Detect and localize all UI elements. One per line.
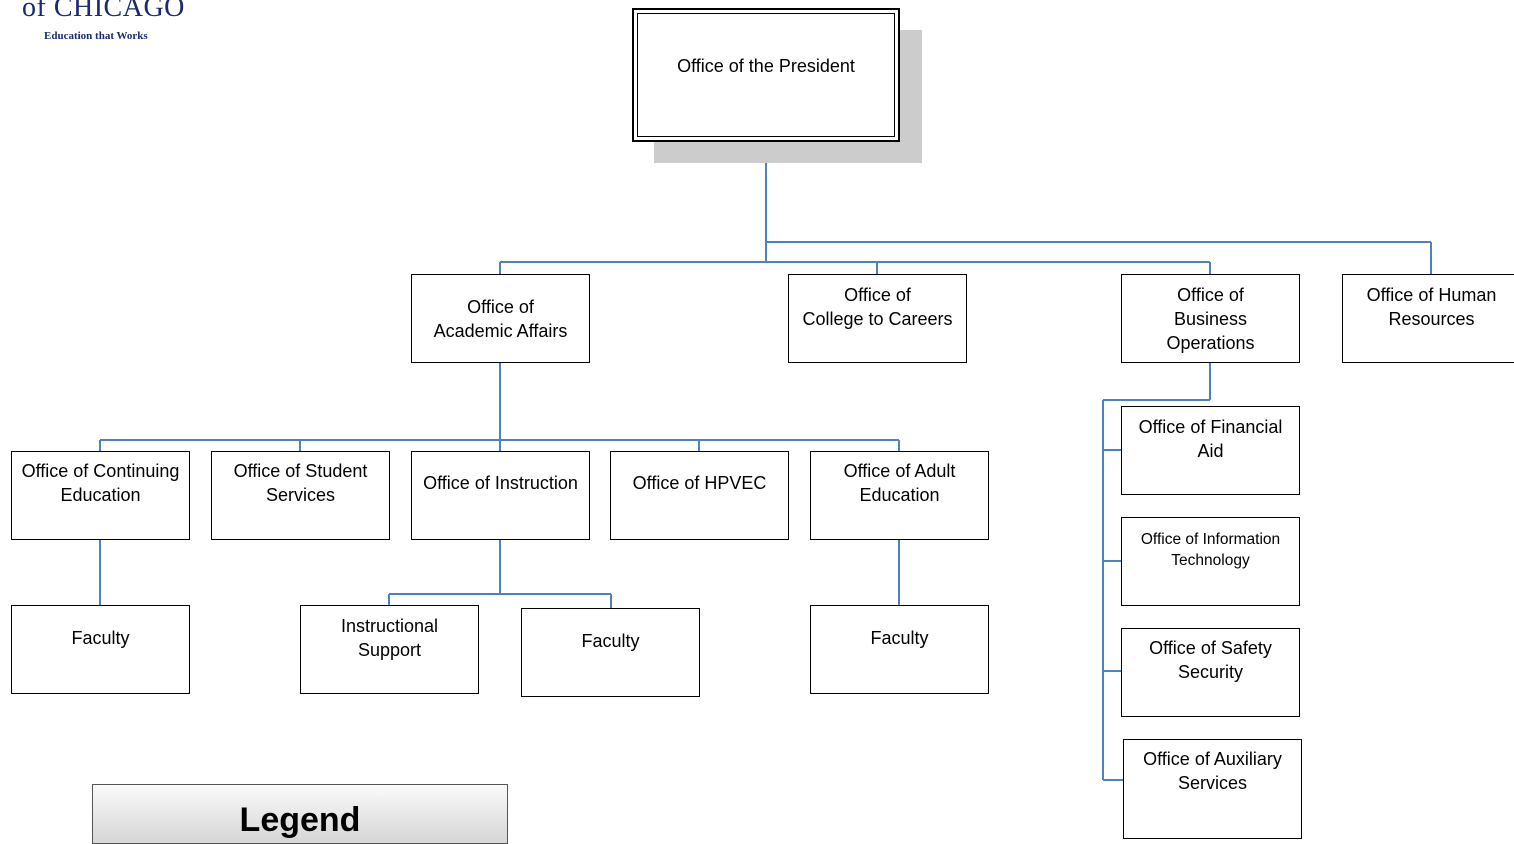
- information-technology-box: Office of Information Technology: [1121, 517, 1300, 606]
- logo-tagline: Education that Works: [44, 30, 148, 42]
- adult-faculty-box: Faculty: [810, 605, 989, 694]
- legend-panel: Legend: [92, 784, 508, 844]
- adult-education-box: Office of Adult Education: [810, 451, 989, 540]
- safety-security-box: Office of Safety Security: [1121, 628, 1300, 717]
- academic-affairs-box: Office of Academic Affairs: [411, 274, 590, 363]
- office-of-the-president-label: Office of the President: [637, 13, 895, 137]
- continuing-faculty-box: Faculty: [11, 605, 190, 694]
- auxiliary-services-box: Office of Auxiliary Services: [1123, 739, 1302, 839]
- financial-aid-box: Office of Financial Aid: [1121, 406, 1300, 495]
- legend-title: Legend: [239, 801, 361, 839]
- office-of-the-president-box: Office of the President: [632, 8, 900, 142]
- student-services-box: Office of Student Services: [211, 451, 390, 540]
- logo-wordmark: of CHICAGO: [22, 0, 185, 23]
- human-resources-box: Office of Human Resources: [1342, 274, 1514, 363]
- connector-lines: [99, 142, 1432, 781]
- business-operations-box: Office of Business Operations: [1121, 274, 1300, 363]
- instruction-faculty-box: Faculty: [521, 608, 700, 697]
- college-to-careers-box: Office of College to Careers: [788, 274, 967, 363]
- instruction-box: Office of Instruction: [411, 451, 590, 540]
- continuing-education-box: Office of Continuing Education: [11, 451, 190, 540]
- instructional-support-box: Instructional Support: [300, 605, 479, 694]
- hpvec-box: Office of HPVEC: [610, 451, 789, 540]
